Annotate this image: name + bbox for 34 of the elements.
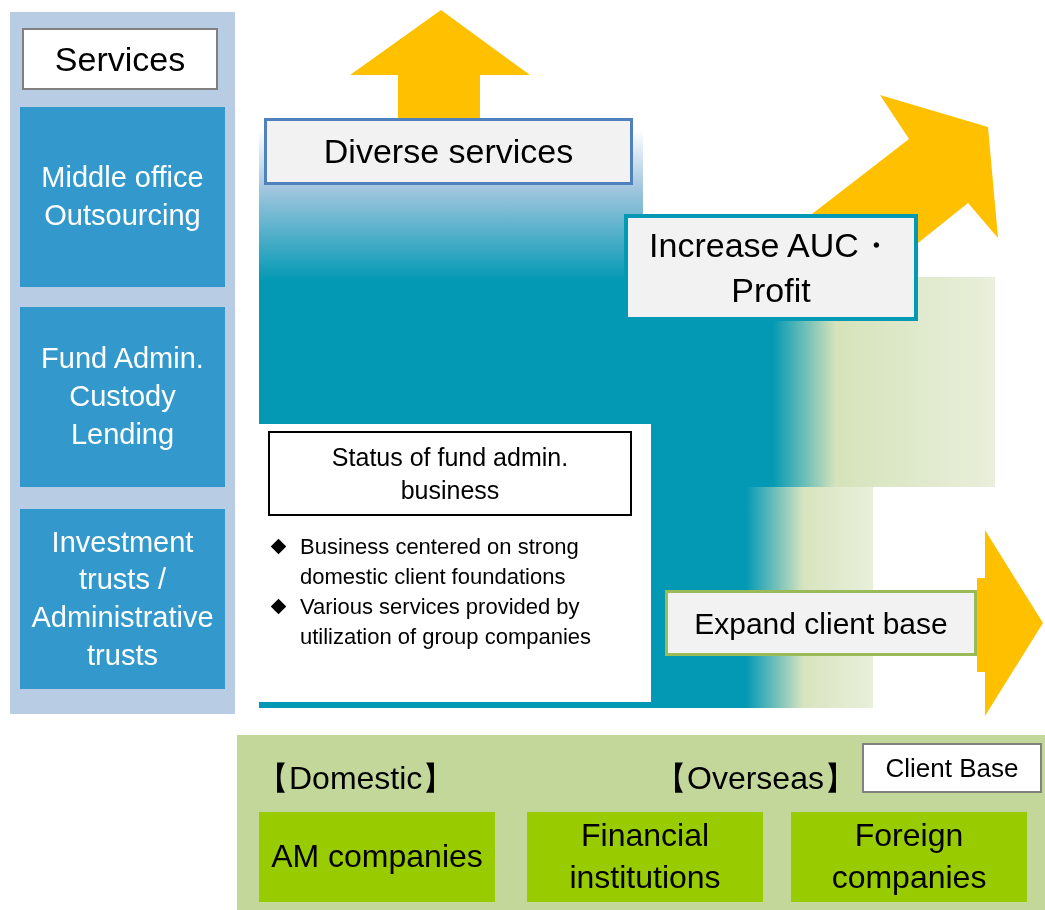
block-arrow [812,95,998,243]
client-category-box [259,812,495,902]
block-arrow [977,530,1043,716]
box-label: Diverse services [323,131,574,173]
client-base-panel [237,735,1045,910]
box-label: Fund Admin. Custody Lending [40,341,205,452]
box-label: Client Base [885,752,1019,784]
box-label: Middle office Outsourcing [40,160,205,233]
block-arrow [350,10,530,118]
services-panel [10,12,235,714]
goal-box [264,118,633,185]
status-panel [259,424,651,702]
box-label: Services [54,39,186,79]
box-label: Foreign companies [830,816,988,897]
box-label: Expand client base [694,605,948,642]
box-label: Financial institutions [568,816,722,897]
box-label: Investment trusts / Administrative trusts [30,524,215,673]
bullet-text: Various services provided by utilization of group companies [300,593,593,651]
region-label: 【Domestic】 [257,759,455,798]
goal-box [624,214,918,321]
box-label: Increase AUC・Profit [648,225,894,311]
heading-box [268,431,632,516]
heading-box [22,28,218,90]
client-category-box [527,812,763,902]
service-box [20,307,225,487]
client-category-box [791,812,1027,902]
goal-box [665,590,977,656]
box-label: AM companies [271,837,483,877]
service-box [20,107,225,287]
bullet-text: Business centered on strong domestic client foundations [300,533,580,591]
heading-box [862,743,1042,793]
region-label: 【Overseas】 [655,759,856,798]
box-label: Status of fund admin. business [330,442,570,506]
service-box [20,509,225,689]
